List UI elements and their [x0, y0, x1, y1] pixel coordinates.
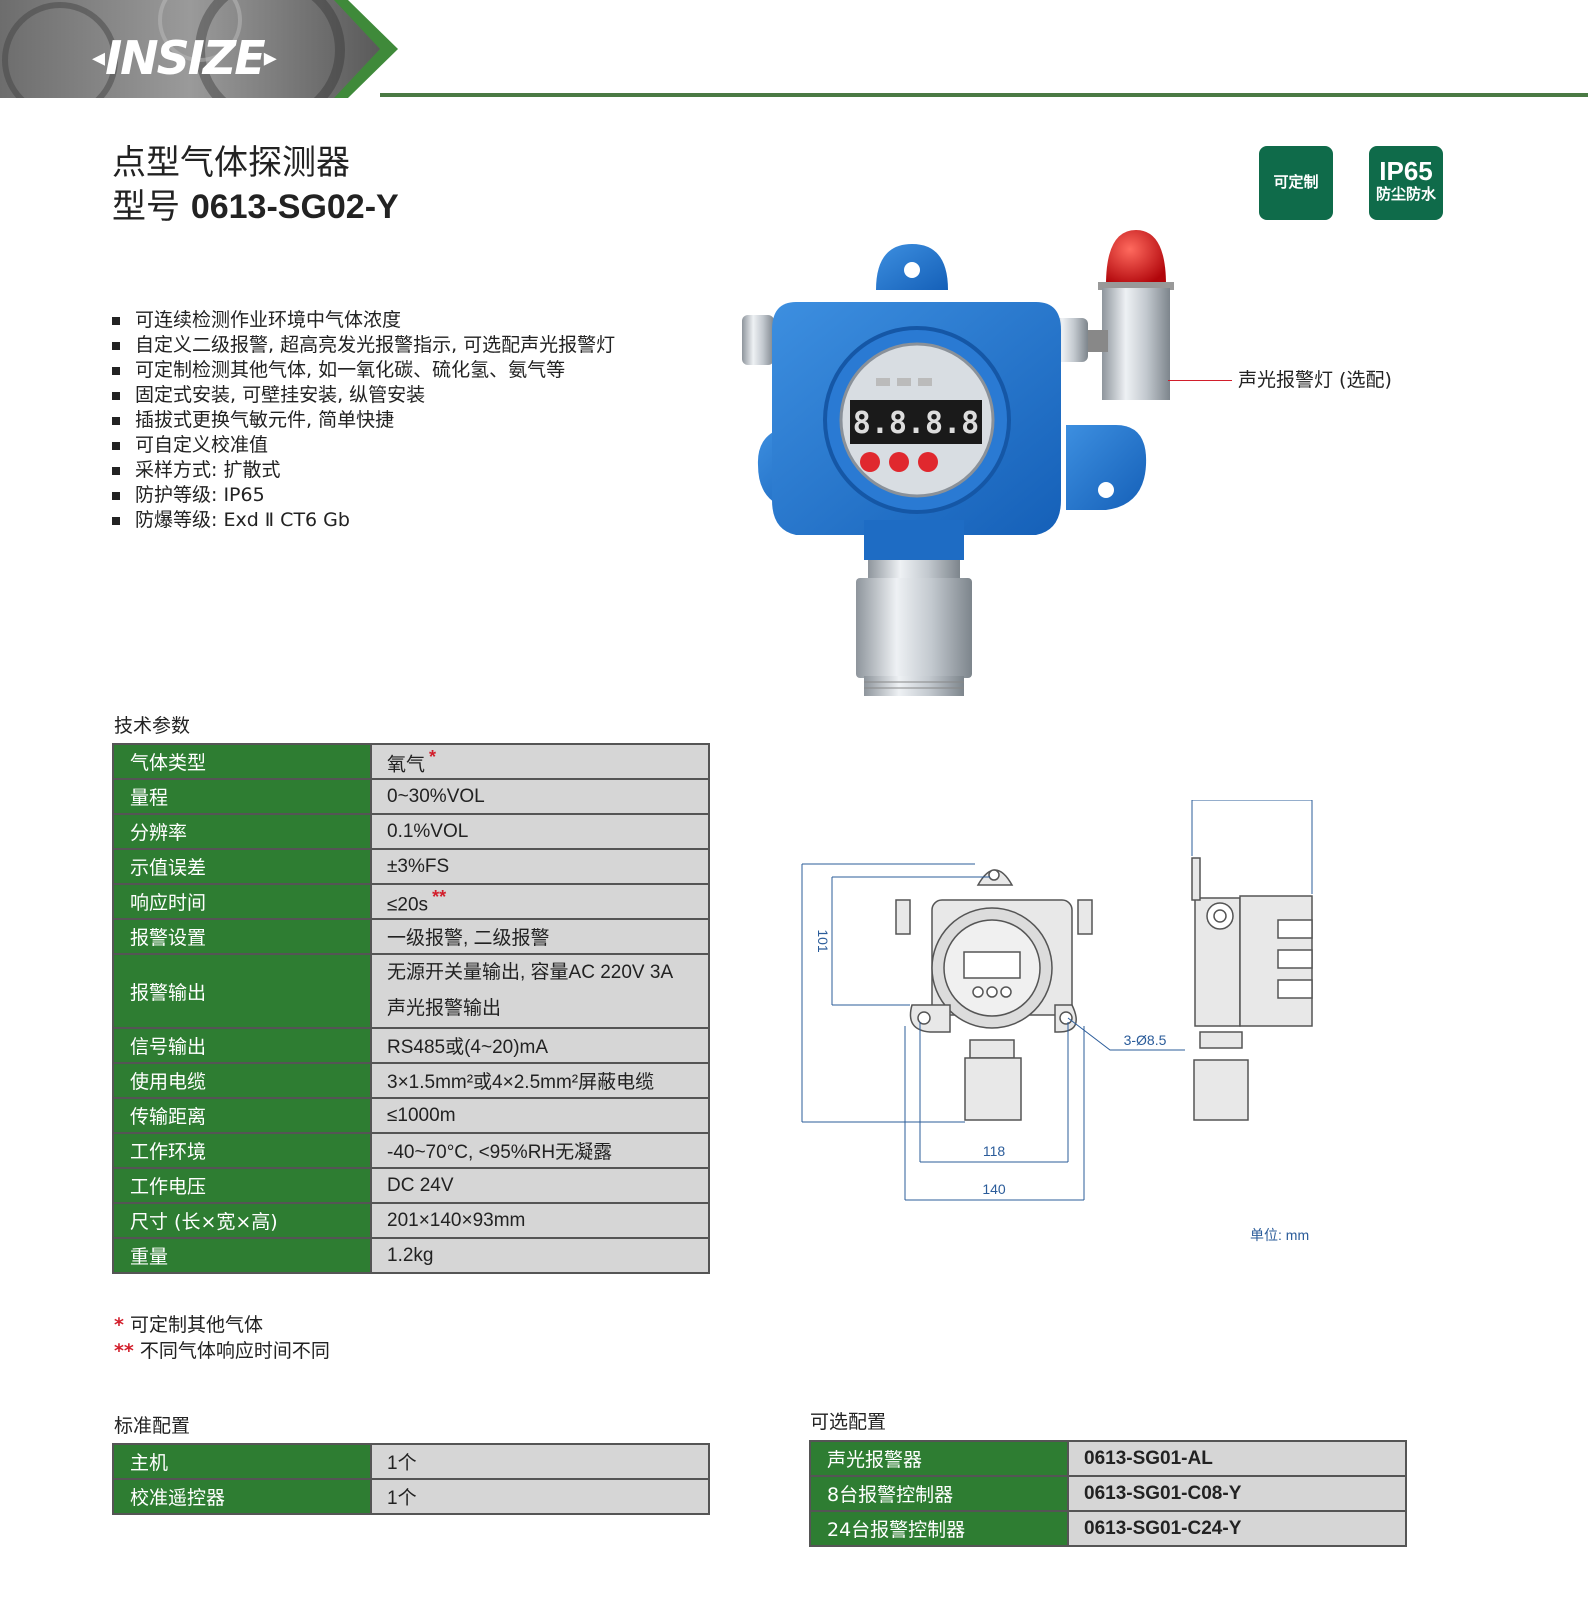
dim-101: 101 — [815, 929, 831, 953]
dim-118: 118 — [983, 1143, 1006, 1159]
feature-item: 可自定义校准值 — [112, 433, 615, 458]
table-row: 尺寸 (长×宽×高)201×140×93mm — [112, 1202, 710, 1239]
footnote: ** 不同气体响应时间不同 — [114, 1340, 330, 1362]
display-digits: 8.8.8.8 — [853, 406, 979, 441]
table-row: 报警设置一级报警, 二级报警 — [112, 918, 710, 955]
footnote-mark: * — [429, 746, 437, 767]
feature-item: 插拔式更换气敏元件, 简单快捷 — [112, 408, 615, 433]
feature-item: 采样方式: 扩散式 — [112, 458, 615, 483]
insize-logo: ◂INSIZE▸ — [92, 31, 277, 85]
feature-item: 可定制检测其他气体, 如一氧化碳、硫化氢、氨气等 — [112, 358, 615, 383]
table-row: 示值误差±3%FS — [112, 848, 710, 885]
ip65-badge: IP65 防尘防水 — [1369, 146, 1443, 220]
header-rule — [380, 93, 1588, 97]
unit-label: 单位: mm — [1250, 1227, 1310, 1243]
standard-config-heading: 标准配置 — [114, 1415, 191, 1437]
model-line: 型号 0613-SG02-Y — [112, 187, 399, 227]
header-banner-image — [0, 0, 398, 98]
footnotes: * 可定制其他气体 ** 不同气体响应时间不同 — [114, 1312, 330, 1364]
footnote: * 可定制其他气体 — [114, 1314, 263, 1336]
customizable-badge: 可定制 — [1259, 146, 1333, 220]
feature-item: 可连续检测作业环境中气体浓度 — [112, 308, 615, 333]
feature-item: 防护等级: IP65 — [112, 483, 615, 508]
product-title: 点型气体探测器 — [112, 143, 350, 183]
table-row: 响应时间≤20s** — [112, 883, 710, 920]
optional-config-heading: 可选配置 — [810, 1411, 887, 1433]
dim-201: 201 — [800, 981, 801, 1005]
table-row: 工作环境-40~70°C, <95%RH无凝露 — [112, 1132, 710, 1169]
feature-item: 防爆等级: Exd Ⅱ CT6 Gb — [112, 508, 615, 533]
tech-params-heading: 技术参数 — [114, 715, 191, 737]
feature-item: 固定式安装, 可壁挂安装, 纵管安装 — [112, 383, 615, 408]
alarm-lamp-callout: 声光报警灯 (选配) — [1238, 369, 1392, 391]
feature-list: 可连续检测作业环境中气体浓度 自定义二级报警, 超高亮发光报警指示, 可选配声光… — [112, 308, 615, 533]
dim-140: 140 — [982, 1181, 1006, 1197]
gas-detector-photo: 8.8.8.8 — [742, 230, 1174, 696]
dim-hole: 3-Ø8.5 — [1124, 1032, 1167, 1048]
dimension-drawing: 93 101 201 118 140 3-Ø8.5 — [800, 800, 1313, 1201]
feature-item: 自定义二级报警, 超高亮发光报警指示, 可选配声光报警灯 — [112, 333, 615, 358]
table-row: 传输距离≤1000m — [112, 1097, 710, 1134]
table-row: 气体类型氧气* — [112, 743, 710, 780]
footnote-mark: ** — [432, 886, 447, 907]
callout-line — [1168, 380, 1232, 381]
